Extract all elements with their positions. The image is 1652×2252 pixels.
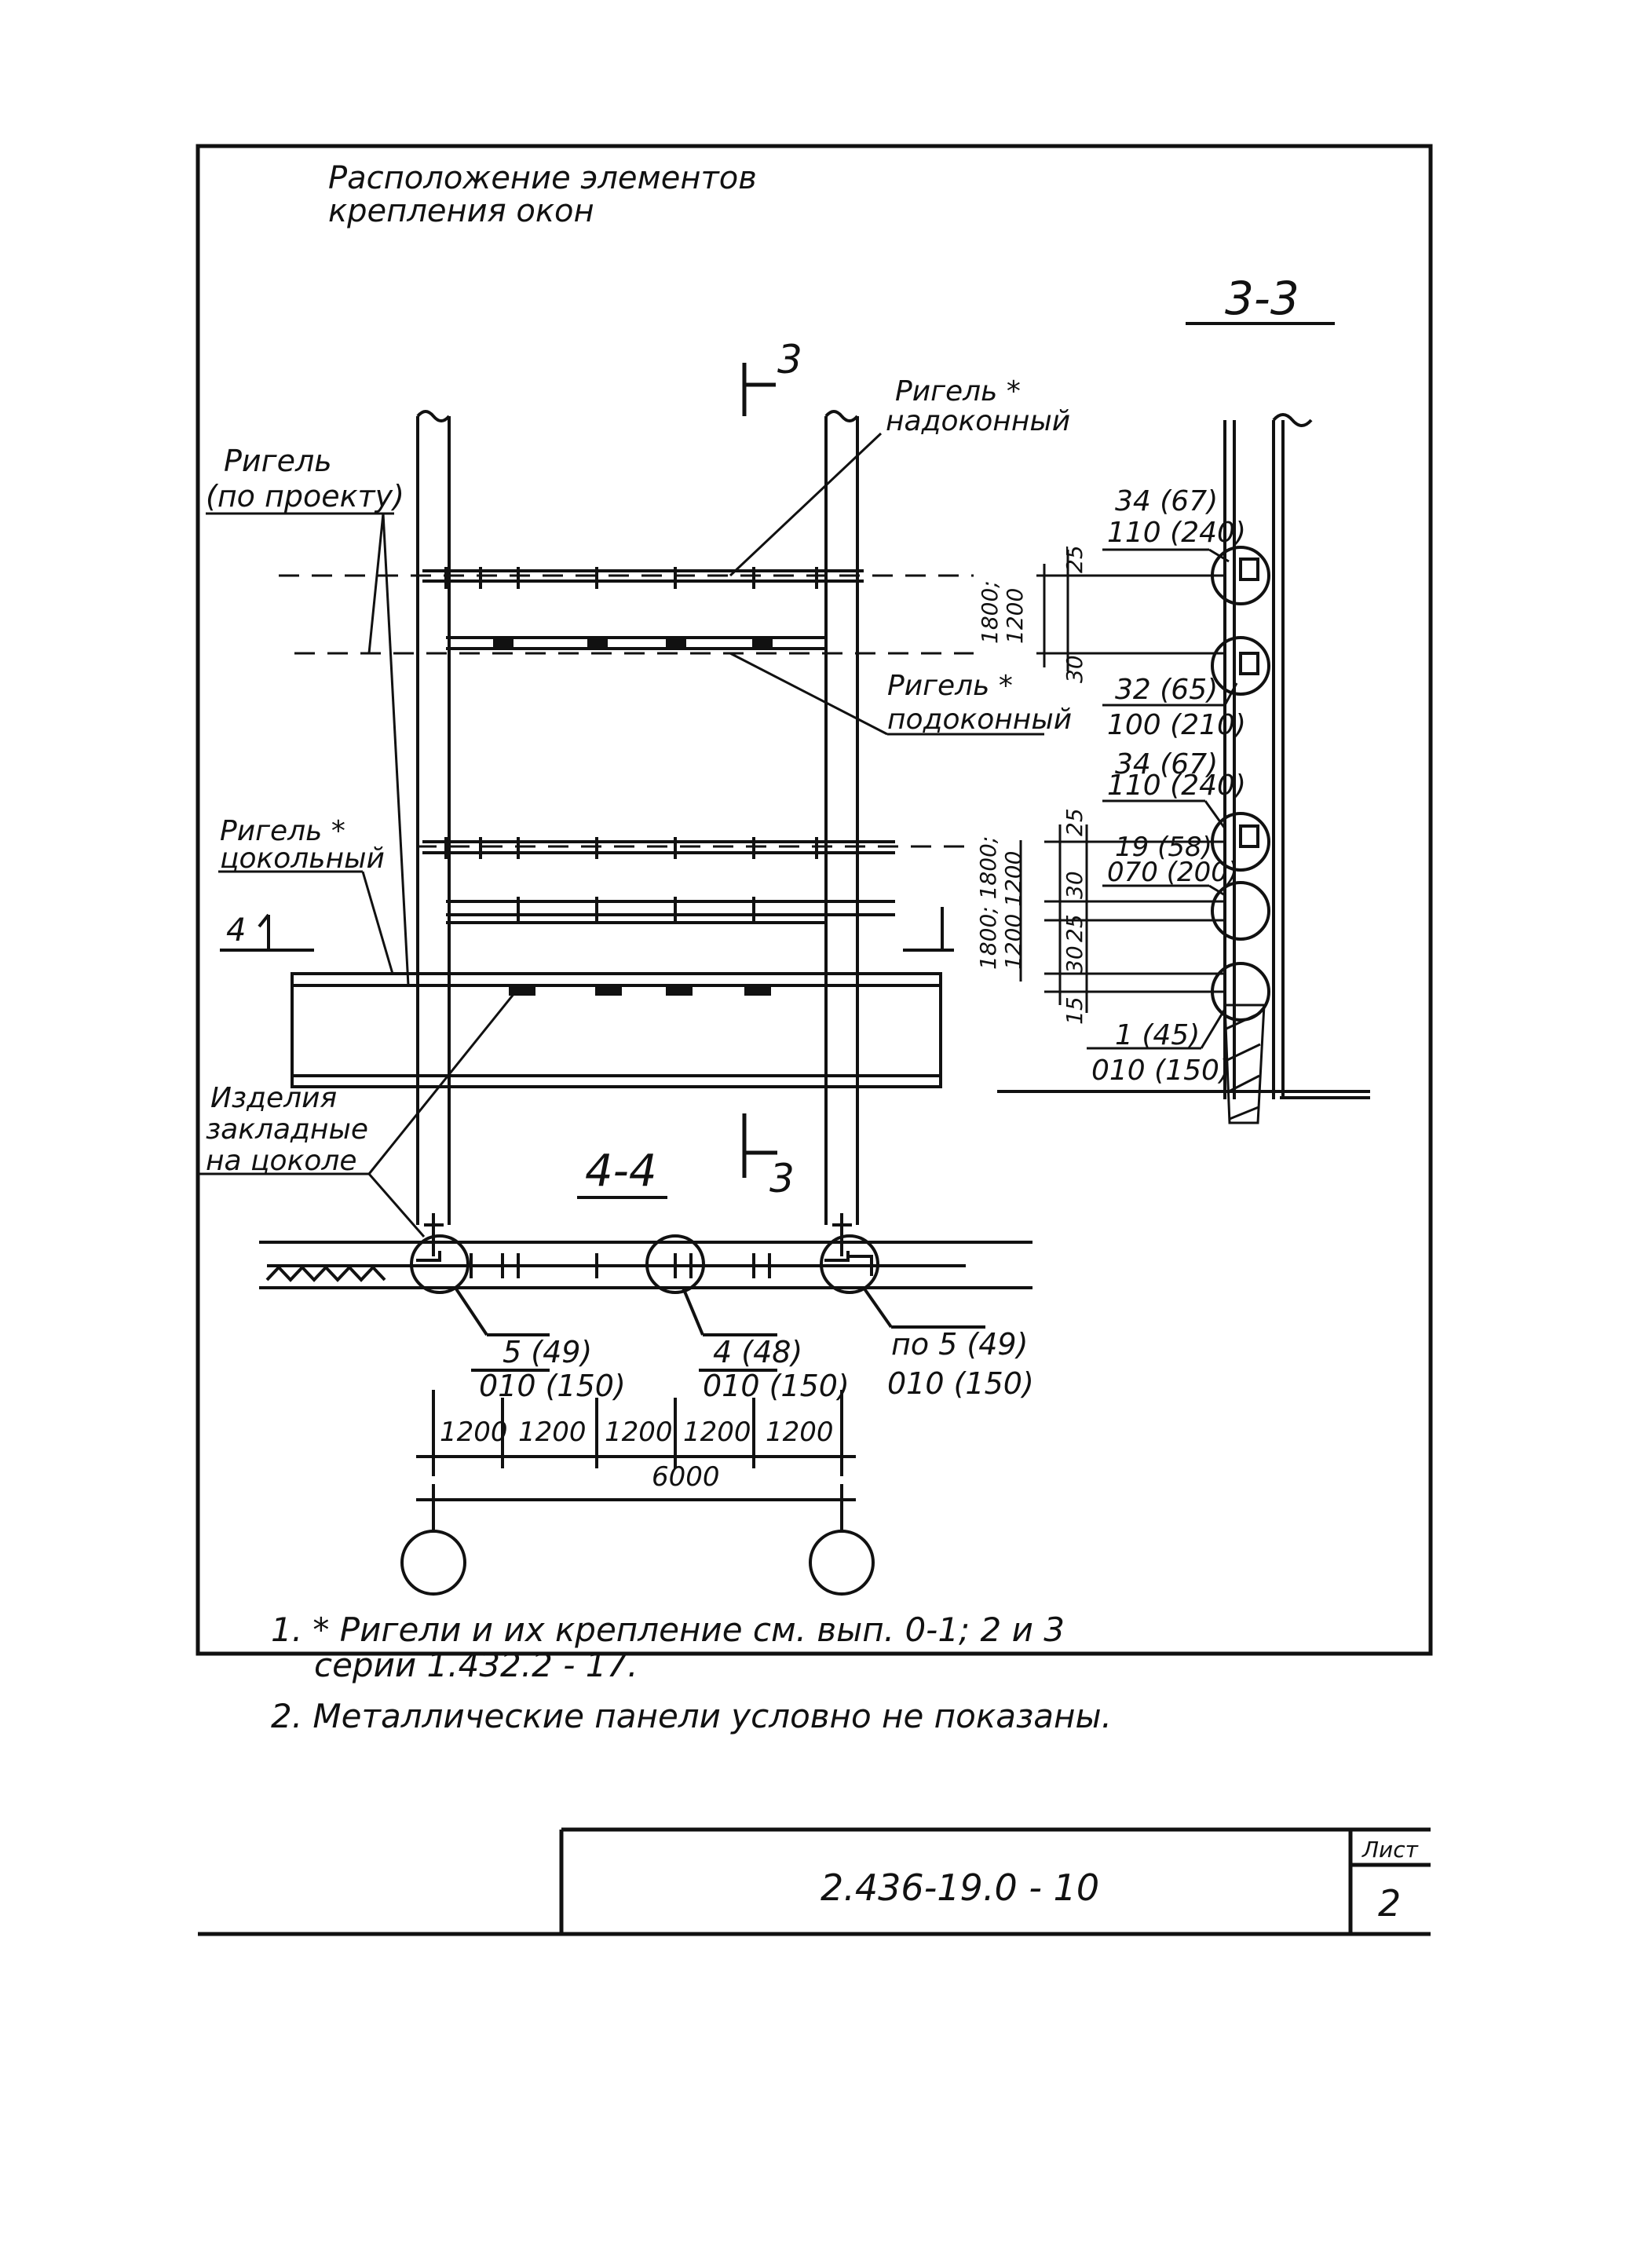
level-lines bbox=[279, 574, 974, 848]
label-rigel-project-2: (по проекту) bbox=[206, 479, 404, 514]
stamp-sheet-label: Лист bbox=[1361, 1837, 1419, 1863]
note-1-cont: серии 1.432.2 - 17. bbox=[314, 1646, 638, 1684]
label-rigel-top-1: Ригель * bbox=[895, 375, 1021, 408]
base-beam bbox=[291, 972, 942, 1088]
mark-3-3-1-den: 110 (240) bbox=[1107, 517, 1246, 549]
stamp-code: 2.436-19.0 - 10 bbox=[821, 1866, 1099, 1909]
label-embedded-3: на цоколе bbox=[206, 1145, 357, 1177]
dim-3-3-h2: 1800; 1800; bbox=[975, 836, 1001, 970]
dim-3-3-h1: 1800; bbox=[977, 580, 1003, 644]
rigel-lower bbox=[446, 897, 895, 924]
rigel-top bbox=[422, 567, 864, 589]
dim-3-3-30c: 30 bbox=[1062, 945, 1087, 974]
cut-mark-3-top bbox=[742, 363, 776, 416]
section-3-3-label: 3-3 bbox=[1225, 272, 1299, 325]
rigel-sill-1 bbox=[446, 636, 824, 650]
section-3-3-view bbox=[997, 413, 1370, 1124]
label-rigel-mid-1: Ригель * bbox=[887, 670, 1013, 702]
cut-mark-4-label: 4 bbox=[226, 912, 246, 949]
label-rigel-project-1: Ригель bbox=[224, 444, 332, 478]
section-4-4-view bbox=[259, 1213, 1032, 1596]
plinth-hatch bbox=[1223, 1004, 1266, 1124]
dimension-total: 6000 bbox=[652, 1461, 720, 1493]
mark-3-3-5-den: 010 (150) bbox=[1091, 1055, 1230, 1087]
leader-lines bbox=[198, 432, 1044, 1238]
dim-3-3-30b: 30 bbox=[1062, 871, 1087, 899]
mark-4-4-3-num: по 5 (49) bbox=[891, 1327, 1028, 1362]
cut-mark-3-top-label: 3 bbox=[777, 337, 802, 382]
cut-mark-3-bottom bbox=[742, 1113, 777, 1178]
title-block bbox=[559, 1827, 1431, 1934]
mark-4-4-1-den: 010 (150) bbox=[479, 1369, 626, 1403]
dim-3-3-h2b: 1200 1200 bbox=[1000, 851, 1026, 970]
dim-3-3-h1b: 1200 bbox=[1002, 588, 1028, 644]
mark-3-3-2-den: 100 (210) bbox=[1107, 709, 1246, 741]
title-line-2: крепления окон bbox=[328, 193, 594, 229]
dim-3-3-15: 15 bbox=[1062, 996, 1087, 1025]
mark-3-3-1-num: 34 (67) bbox=[1115, 485, 1218, 517]
stamp-sheet-number: 2 bbox=[1378, 1882, 1401, 1925]
section-4-4-label: 4-4 bbox=[585, 1146, 656, 1197]
sheet-frame bbox=[196, 144, 1433, 1656]
mark-3-3-4-num: 19 (58) bbox=[1115, 832, 1212, 863]
mark-4-4-2-den: 010 (150) bbox=[703, 1369, 850, 1403]
mark-4-4-3-den: 010 (150) bbox=[887, 1366, 1034, 1401]
label-rigel-mid-2: подоконный bbox=[887, 704, 1072, 736]
dim-3-3-30a: 30 bbox=[1062, 655, 1087, 683]
dimension-1: 1200 bbox=[440, 1417, 508, 1448]
left-column bbox=[416, 410, 451, 1225]
dimension-2: 1200 bbox=[518, 1417, 587, 1448]
mark-3-3-4-den: 070 (200) bbox=[1107, 857, 1238, 888]
section-3-3-dimension-lines bbox=[1019, 550, 1225, 1013]
dim-3-3-25c: 25 bbox=[1062, 914, 1087, 942]
label-rigel-top-2: надоконный bbox=[886, 405, 1070, 437]
mark-3-3-3-num: 34 (67) bbox=[1115, 748, 1218, 781]
mark-3-3-3-den: 110 (240) bbox=[1107, 770, 1246, 802]
rigel-middle bbox=[422, 837, 895, 859]
cut-mark-4-right bbox=[903, 907, 954, 952]
dim-3-3-25b: 25 bbox=[1062, 808, 1087, 836]
note-1: 1. * Ригели и их крепление см. вып. 0-1;… bbox=[271, 1610, 1065, 1649]
label-rigel-base-2: цокольный bbox=[220, 843, 385, 875]
dimension-5: 1200 bbox=[766, 1417, 834, 1448]
cut-mark-3-bottom-label: 3 bbox=[769, 1156, 795, 1201]
dimension-4: 1200 bbox=[683, 1417, 751, 1448]
elevation-view: 4 3 3 bbox=[198, 337, 1044, 1238]
note-2: 2. Металлические панели условно не показ… bbox=[271, 1697, 1112, 1735]
label-embedded-2: закладные bbox=[206, 1113, 368, 1146]
label-embedded-1: Изделия bbox=[210, 1082, 337, 1114]
mark-3-3-2-num: 32 (65) bbox=[1115, 674, 1218, 706]
mark-4-4-2-num: 4 (48) bbox=[713, 1335, 802, 1369]
dimension-3: 1200 bbox=[605, 1417, 673, 1448]
right-column bbox=[824, 410, 859, 1225]
dim-3-3-25a: 25 bbox=[1062, 545, 1087, 573]
label-rigel-base-1: Ригель * bbox=[220, 815, 345, 847]
title-line-1: Расположение элементов bbox=[328, 160, 757, 196]
cut-mark-4-left bbox=[220, 913, 314, 952]
mark-3-3-5-num: 1 (45) bbox=[1115, 1019, 1200, 1051]
mark-4-4-1-num: 5 (49) bbox=[503, 1335, 592, 1369]
